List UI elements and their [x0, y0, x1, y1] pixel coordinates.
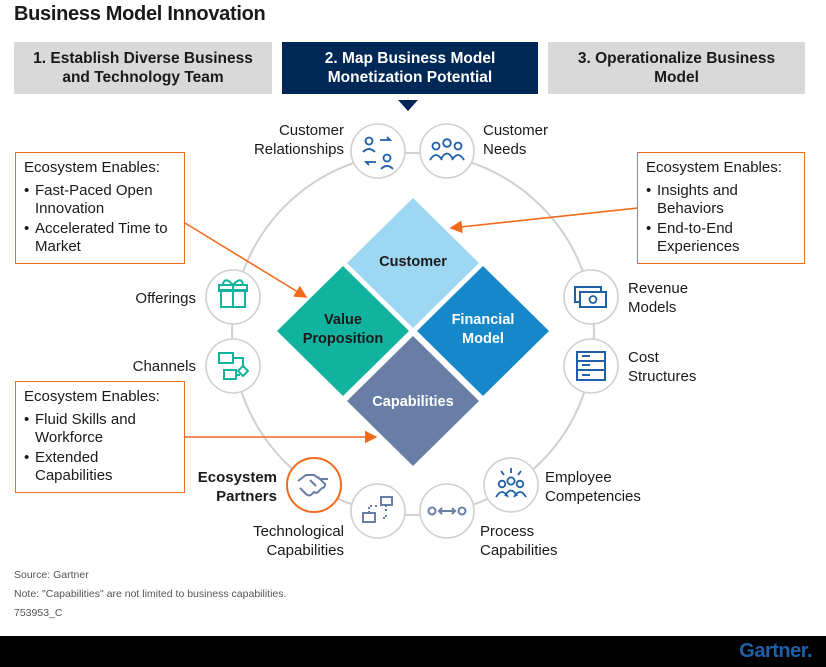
ecosystem-box-heading: Ecosystem Enables: — [646, 159, 782, 176]
capabilities-note: Note: "Capabilities" are not limited to … — [14, 588, 287, 600]
value-proposition-diamond-label: Value Proposition — [302, 312, 384, 347]
capabilities-diamond — [347, 336, 479, 466]
figure-id: 753953_C — [14, 607, 63, 619]
active-step-pointer — [398, 100, 418, 111]
ecosystem-item: •Fast-Paced Open Innovation — [24, 181, 153, 218]
ecosystem-box-heading: Ecosystem Enables: — [24, 159, 160, 176]
ecosystem-item: •Accelerated Time to Market — [24, 219, 168, 256]
ecosystem-item: •Insights and Behaviors — [646, 181, 738, 218]
offerings-label: Offerings — [135, 290, 196, 307]
financial-model-diamond-label: Financial Model — [451, 312, 515, 347]
ecosystem-item: •Fluid Skills and Workforce — [24, 410, 136, 447]
customer-diamond-label: Customer — [379, 254, 447, 270]
customer-relationships-icon — [350, 123, 406, 179]
ecosystem-box-heading: Ecosystem Enables: — [24, 388, 160, 405]
technological-capabilities-icon — [350, 483, 406, 539]
process-capabilities-label: Process Capabilities — [480, 523, 558, 559]
channels-label: Channels — [132, 358, 196, 375]
revenue-models-label: Revenue Models — [628, 280, 689, 316]
capabilities-diamond-label: Capabilities — [372, 394, 454, 410]
customer-needs-label: Customer Needs — [483, 122, 549, 158]
technological-capabilities-label: Technological Capabilities — [253, 523, 344, 559]
step-map-monetization: 2. Map Business Model Monetization Poten… — [282, 42, 538, 94]
cost-structures-icon — [563, 338, 619, 394]
customer-needs-icon — [419, 123, 475, 179]
offerings-icon — [205, 269, 261, 325]
ecosystem-box-top-left: Ecosystem Enables: •Fast-Paced Open Inno… — [15, 152, 185, 264]
channels-icon — [205, 338, 261, 394]
handshake-icon — [286, 457, 342, 513]
ecosystem-item: •End-to-End Experiences — [646, 219, 740, 256]
ecosystem-item: •Extended Capabilities — [24, 448, 113, 485]
page-title: Business Model Innovation — [14, 3, 266, 25]
customer-diamond — [347, 198, 479, 328]
ecosystem-box-top-right: Ecosystem Enables: •Insights and Behavio… — [637, 152, 805, 264]
gartner-logo[interactable]: Gartner. — [739, 640, 812, 662]
step-operationalize: 3. Operationalize Business Model — [548, 42, 805, 94]
cost-structures-label: Cost Structures — [628, 349, 697, 385]
revenue-models-icon — [563, 269, 619, 325]
arrow-insights — [449, 207, 639, 234]
process-capabilities-icon — [419, 483, 475, 539]
employee-competencies-label: Employee Competencies — [545, 469, 641, 505]
step-establish-team: 1. Establish Diverse Business and Techno… — [14, 42, 272, 94]
financial-model-diamond — [417, 266, 549, 396]
footer-bar: Gartner. — [0, 636, 826, 667]
ecosystem-partners-label: Ecosystem Partners — [197, 469, 277, 505]
ecosystem-box-bottom-left: Ecosystem Enables: •Fluid Skills and Wor… — [15, 381, 185, 493]
model-ring — [231, 152, 595, 516]
source-note: Source: Gartner — [14, 569, 89, 581]
arrow-open-innovation — [184, 222, 308, 298]
customer-relationships-label: Customer Relationships — [253, 122, 344, 158]
value-proposition-diamond — [277, 266, 409, 396]
employee-competencies-icon — [483, 457, 539, 513]
